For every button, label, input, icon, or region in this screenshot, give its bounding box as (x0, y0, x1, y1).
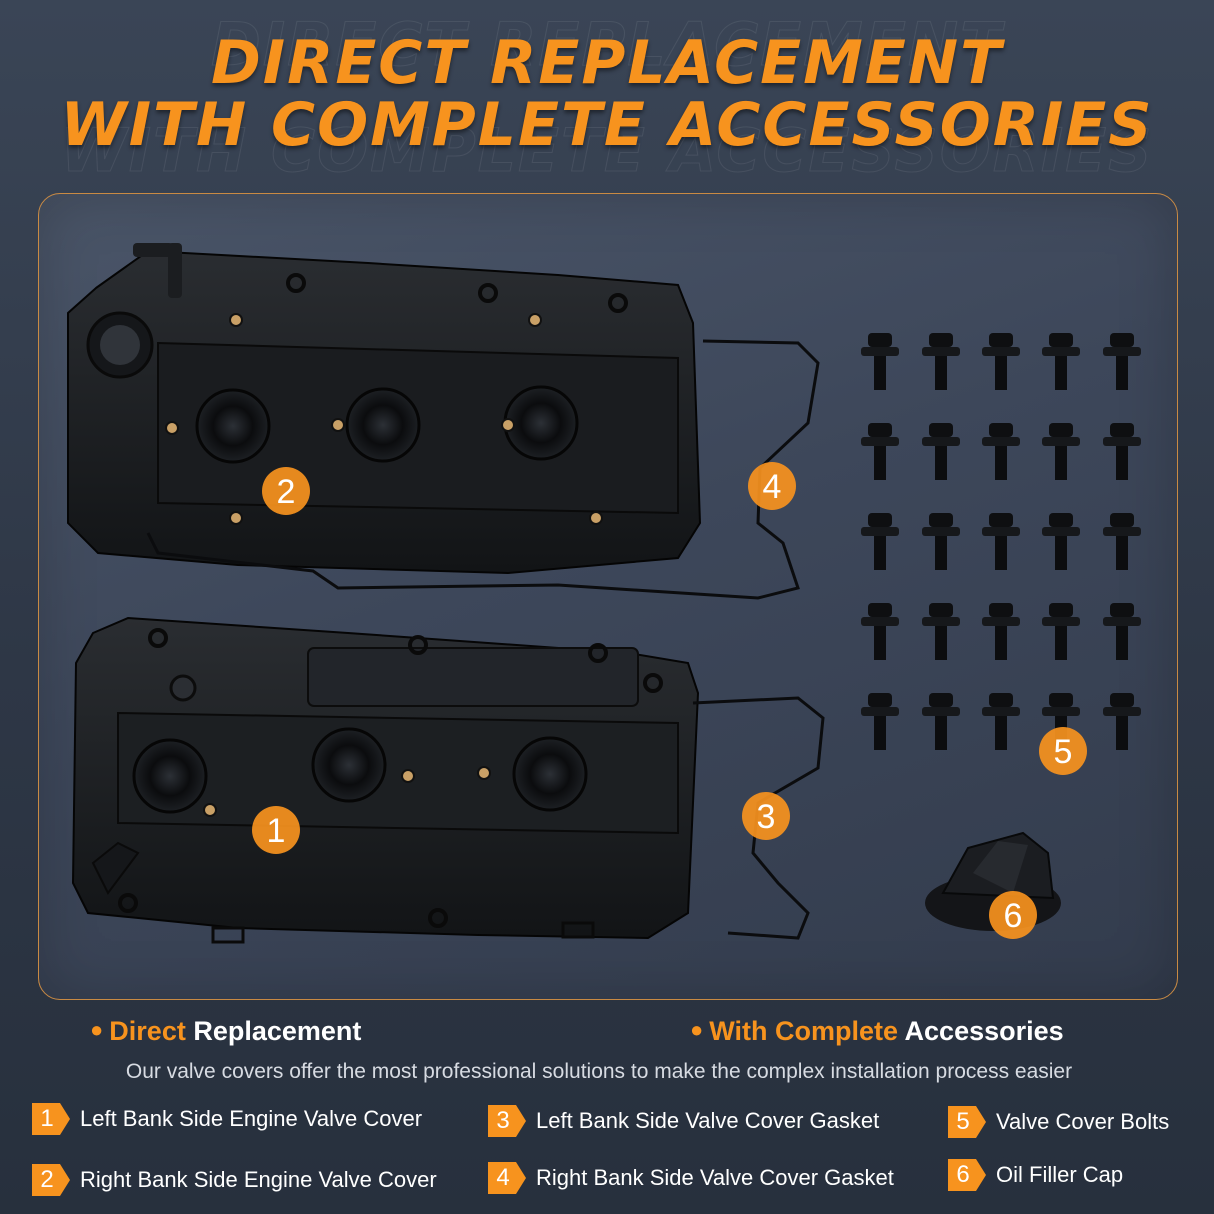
ghost-title-line1: DIRECT REPLACEMENT (210, 10, 1003, 80)
legend-label: Right Bank Side Valve Cover Gasket (536, 1165, 894, 1190)
legend-label: Valve Cover Bolts (996, 1109, 1170, 1134)
bolt-icon (922, 693, 960, 750)
feature-description: Our valve covers offer the most professi… (125, 1060, 1073, 1083)
svg-text:1: 1 (267, 812, 286, 850)
bolt-icon (861, 333, 899, 390)
callout-5: 5 (1039, 727, 1087, 775)
svg-text:2: 2 (277, 473, 296, 511)
legend-item-2: 2 Right Bank Side Engine Valve Cover (32, 1164, 437, 1196)
bolt-icon (1103, 333, 1141, 390)
bolt-icon (861, 603, 899, 660)
callout-6: 6 (989, 891, 1037, 939)
callout-4: 4 (748, 462, 796, 510)
legend-label: Oil Filler Cap (996, 1162, 1124, 1187)
feature-complete-accessories: ●With Complete Accessories (690, 1016, 1064, 1046)
bolt-icon (982, 693, 1020, 750)
legend-label: Right Bank Side Engine Valve Cover (80, 1167, 437, 1192)
valve-cover-bolts (861, 333, 1141, 750)
legend-number-tag: 3 (488, 1105, 526, 1137)
legend-number-tag: 6 (948, 1159, 986, 1191)
callout-3: 3 (742, 792, 790, 840)
product-illustration: 2 4 1 3 5 6 (67, 243, 1141, 944)
callout-1: 1 (252, 806, 300, 854)
legend-item-1: 1 Left Bank Side Engine Valve Cover (32, 1103, 422, 1135)
bolt-icon (982, 603, 1020, 660)
bolt-icon (1042, 333, 1080, 390)
bolt-icon (1103, 423, 1141, 480)
headline-line-1: DIRECT REPLACEMENT (210, 28, 1003, 98)
svg-text:3: 3 (757, 798, 776, 836)
right-bank-valve-cover (67, 243, 702, 575)
legend-label: Left Bank Side Valve Cover Gasket (536, 1108, 880, 1133)
bolt-icon (1042, 423, 1080, 480)
bolt-icon (922, 513, 960, 570)
bolt-icon (1103, 693, 1141, 750)
headline-line-2: WITH COMPLETE ACCESSORIES (60, 90, 1154, 160)
svg-text:4: 4 (763, 468, 782, 506)
ghost-title-line2: WITH COMPLETE ACCESSORIES (60, 116, 1154, 186)
callout-2: 2 (262, 467, 310, 515)
bolt-icon (1042, 603, 1080, 660)
svg-text:6: 6 (1004, 897, 1023, 935)
bolt-icon (982, 423, 1020, 480)
bolt-icon (1103, 513, 1141, 570)
bolt-icon (1103, 603, 1141, 660)
bolt-icon (982, 513, 1020, 570)
legend-label: Left Bank Side Engine Valve Cover (80, 1106, 423, 1131)
bolt-icon (922, 603, 960, 660)
bolt-icon (1042, 513, 1080, 570)
legend-item-3: 3 Left Bank Side Valve Cover Gasket (488, 1105, 879, 1137)
legend-item-5: 5 Valve Cover Bolts (948, 1106, 1169, 1138)
bolt-icon (922, 333, 960, 390)
left-bank-valve-cover (71, 616, 700, 944)
legend-item-4: 4 Right Bank Side Valve Cover Gasket (488, 1162, 894, 1194)
bolt-icon (861, 423, 899, 480)
legend-item-6: 6 Oil Filler Cap (948, 1159, 1123, 1191)
feature-direct-replacement: ●Direct Replacement (90, 1016, 362, 1046)
bolt-icon (861, 693, 899, 750)
right-bank-gasket (146, 339, 820, 600)
bolt-icon (861, 513, 899, 570)
legend-number-tag: 5 (948, 1106, 986, 1138)
svg-text:5: 5 (1054, 733, 1073, 771)
bolt-icon (982, 333, 1020, 390)
legend-number-tag: 2 (32, 1164, 70, 1196)
legend-number-tag: 4 (488, 1162, 526, 1194)
bolt-icon (922, 423, 960, 480)
legend-number-tag: 1 (32, 1103, 70, 1135)
